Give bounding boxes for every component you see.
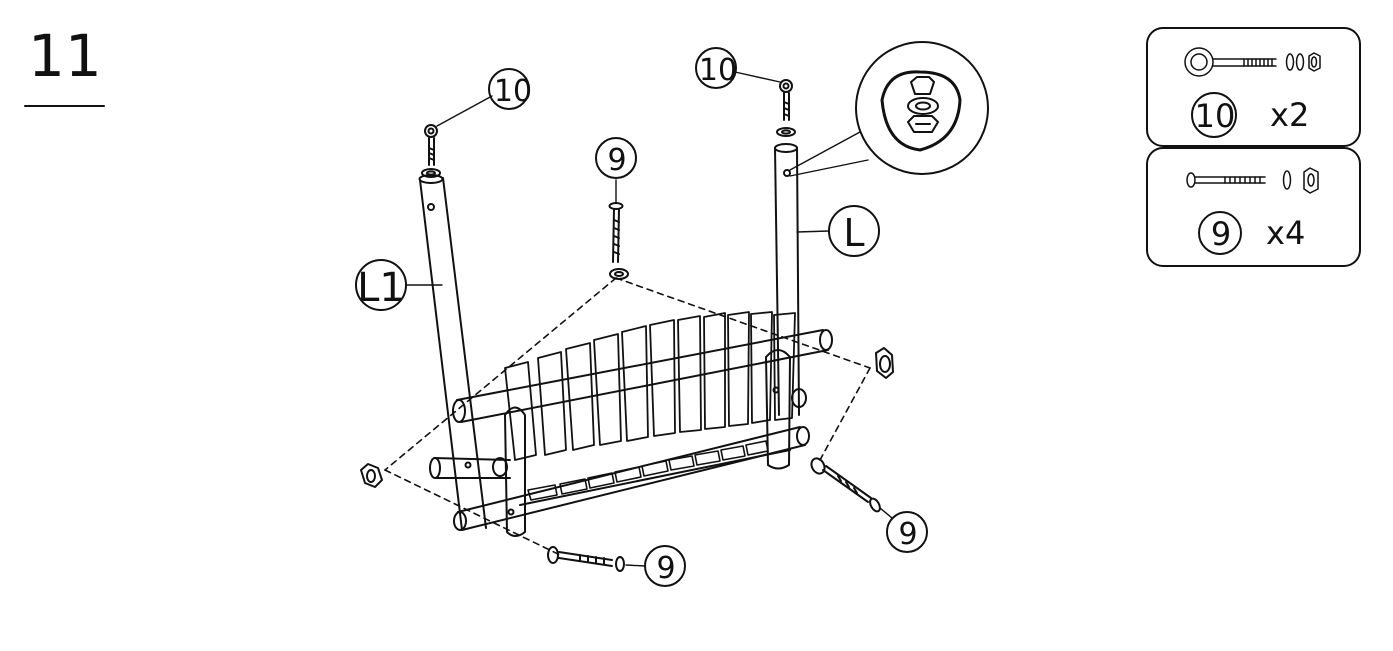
label-l (796, 205, 880, 257)
eye-bolt-with-washers-and-nut-icon (1184, 47, 1321, 77)
label-circle-10-left (488, 68, 530, 110)
parts-box-10 (1146, 27, 1361, 147)
seat-slats (527, 440, 769, 501)
carriage-bolt-front (547, 546, 646, 572)
carriage-bolt-right (810, 457, 893, 519)
leg-l1 (418, 174, 487, 531)
eye-bolt-right (734, 71, 796, 137)
part-10-qty: x2 (1270, 96, 1309, 134)
label-circle-9-top (595, 137, 637, 179)
parts-box-9 (1146, 147, 1361, 267)
bolt-top-label: 9 (607, 143, 626, 178)
eye-bolt-left (421, 95, 493, 178)
eyebolt-left-label: 10 (494, 74, 532, 109)
detail-zoom-circle (789, 41, 989, 177)
seat-back-slats (504, 311, 796, 461)
bolt-front-label: 9 (656, 551, 675, 586)
leg-l1-label: L1 (357, 265, 405, 311)
part-10-id-circle (1191, 92, 1237, 138)
label-circle-9-front (644, 545, 686, 587)
part-9-id-circle (1198, 211, 1242, 255)
carriage-bolt-top (608, 179, 629, 280)
part-9-qty: x4 (1266, 214, 1305, 252)
leg-l (774, 143, 800, 416)
carriage-bolt-with-washer-and-nut-icon (1186, 167, 1319, 194)
bolt-right-label: 9 (898, 517, 917, 552)
part-9-id: 9 (1211, 215, 1231, 253)
front-left-post (504, 406, 526, 537)
label-l1 (355, 259, 443, 311)
label-circle-9-right (886, 511, 928, 553)
bolt-alignment-lines (384, 277, 871, 556)
hex-nut-right (875, 347, 894, 379)
hex-nut-left (360, 463, 383, 488)
part-10-id: 10 (1195, 97, 1236, 135)
label-circle-10-right (695, 47, 737, 89)
front-right-post (492, 349, 807, 477)
eyebolt-right-label: 10 (699, 53, 737, 88)
step-number: 11 (28, 22, 102, 90)
leg-l-label: L (843, 211, 864, 255)
